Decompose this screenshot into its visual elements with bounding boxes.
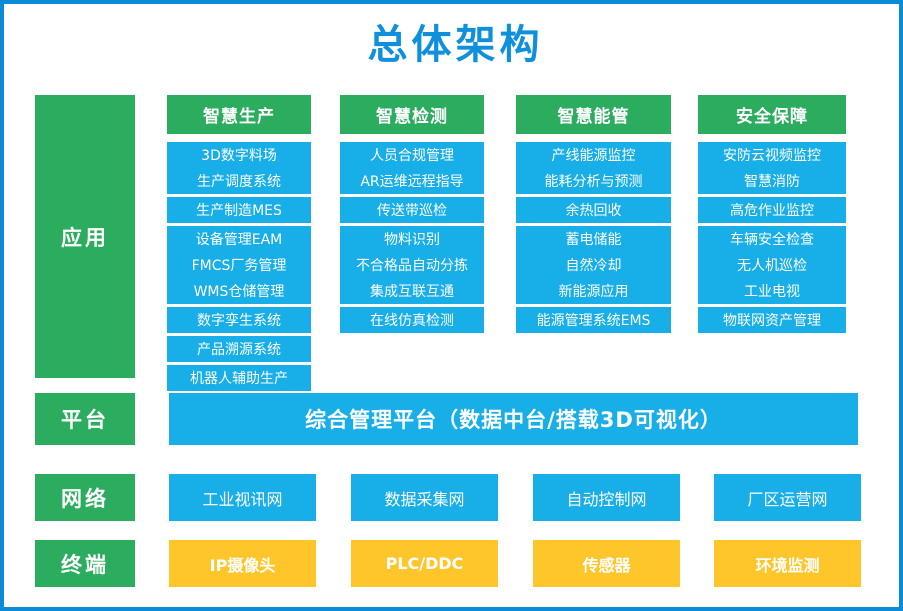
application-item-group: 在线仿真检测 [340, 307, 484, 333]
application-item[interactable]: 生产调度系统 [197, 174, 281, 190]
application-item-group: 传送带巡检 [340, 197, 484, 223]
terminal-tile[interactable]: 传感器 [533, 540, 680, 587]
application-item[interactable]: 不合格品自动分拣 [356, 258, 468, 274]
application-item[interactable]: 人员合规管理 [370, 148, 454, 164]
application-item[interactable]: 3D数字料场 [201, 148, 277, 164]
row-label-application: 应用 [35, 95, 135, 378]
application-item[interactable]: 产品溯源系统 [197, 342, 281, 358]
page-title: 总体架构 [367, 22, 544, 68]
application-column-header[interactable]: 智慧能管 [516, 95, 671, 134]
application-item-group: 人员合规管理 AR运维远程指导 [340, 142, 484, 194]
application-item[interactable]: 在线仿真检测 [370, 313, 454, 329]
application-item-group: 数字孪生系统 [167, 307, 311, 333]
row-label-network: 网络 [35, 474, 135, 521]
application-item-group: 生产制造MES [167, 197, 311, 223]
terminal-tile[interactable]: PLC/DDC [351, 540, 498, 587]
application-item[interactable]: 无人机巡检 [737, 258, 807, 274]
terminal-tile[interactable]: 环境监测 [714, 540, 861, 587]
application-item[interactable]: 安防云视频监控 [723, 148, 821, 164]
application-item-group: 产线能源监控能耗分析与预测 [516, 142, 671, 194]
application-item[interactable]: 高危作业监控 [730, 203, 814, 219]
application-item[interactable]: 蓄电储能 [565, 232, 622, 248]
application-item[interactable]: WMS仓储管理 [193, 284, 285, 300]
application-item[interactable]: 设备管理EAM [195, 232, 283, 248]
terminal-tile[interactable]: IP摄像头 [169, 540, 316, 587]
application-item[interactable]: 产线能源监控 [551, 148, 636, 164]
application-item[interactable]: 机器人辅助生产 [190, 371, 288, 387]
network-tile[interactable]: 工业视讯网 [169, 474, 316, 521]
application-item-group: 余热回收 [516, 197, 671, 223]
application-item[interactable]: 物料识别 [384, 232, 440, 248]
application-column-header[interactable]: 安全保障 [698, 95, 846, 134]
application-item[interactable]: 生产制造MES [196, 203, 282, 219]
application-item-group: 产品溯源系统 [167, 336, 311, 362]
application-item-group: 设备管理EAM FMCS厂务管理 WMS仓储管理 [167, 226, 311, 304]
application-item[interactable]: 数字孪生系统 [197, 313, 281, 329]
application-item[interactable]: 集成互联互通 [370, 284, 454, 300]
application-item[interactable]: 车辆安全检查 [730, 232, 814, 248]
application-column: 安全保障安防云视频监控智慧消防高危作业监控车辆安全检查无人机巡检工业电视物联网资… [698, 95, 846, 336]
application-item[interactable]: 工业电视 [744, 284, 800, 300]
network-tile[interactable]: 自动控制网 [533, 474, 680, 521]
application-item[interactable]: 自然冷却 [565, 258, 622, 274]
row-label-platform: 平台 [35, 393, 135, 445]
platform-bar[interactable]: 综合管理平台（数据中台/搭载3D可视化） [169, 393, 858, 445]
application-item[interactable]: 智慧消防 [744, 174, 800, 190]
application-item[interactable]: 新能源应用 [558, 284, 629, 300]
application-item[interactable]: 能耗分析与预测 [544, 174, 643, 190]
application-item[interactable]: 传送带巡检 [377, 203, 447, 219]
application-item-group: 高危作业监控 [698, 197, 846, 223]
application-item-group: 3D数字料场生产调度系统 [167, 142, 311, 194]
application-item[interactable]: 能源管理系统EMS [536, 313, 651, 329]
application-item[interactable]: 物联网资产管理 [723, 313, 821, 329]
application-item-group: 物联网资产管理 [698, 307, 846, 333]
application-column-header[interactable]: 智慧生产 [167, 95, 311, 134]
application-item-group: 安防云视频监控智慧消防 [698, 142, 846, 194]
network-tile[interactable]: 数据采集网 [351, 474, 498, 521]
row-label-terminal: 终端 [35, 540, 135, 587]
application-column-header[interactable]: 智慧检测 [340, 95, 484, 134]
application-item-group: 蓄电储能自然冷却新能源应用 [516, 226, 671, 304]
application-column: 智慧检测人员合规管理 AR运维远程指导传送带巡检物料识别不合格品自动分拣集成互联互… [340, 95, 484, 336]
network-tile[interactable]: 厂区运营网 [714, 474, 861, 521]
application-item[interactable]: 余热回收 [565, 203, 622, 219]
application-item-group: 机器人辅助生产 [167, 365, 311, 391]
application-column: 智慧能管产线能源监控能耗分析与预测余热回收蓄电储能自然冷却新能源应用能源管理系统… [516, 95, 671, 336]
application-item-group: 物料识别不合格品自动分拣集成互联互通 [340, 226, 484, 304]
application-item-group: 车辆安全检查无人机巡检工业电视 [698, 226, 846, 304]
application-item-group: 能源管理系统EMS [516, 307, 671, 333]
application-item[interactable]: FMCS厂务管理 [191, 258, 287, 274]
application-item[interactable]: AR运维远程指导 [360, 174, 464, 190]
